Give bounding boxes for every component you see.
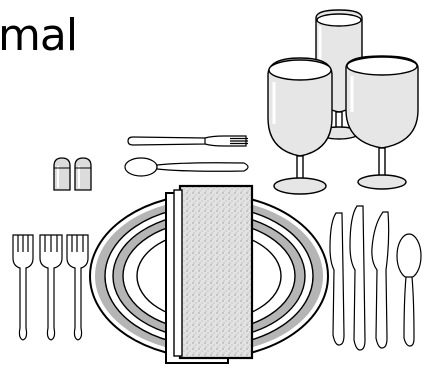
fork-icon [40,235,62,340]
white-wine-glass-icon [346,56,418,189]
dessert-fork-icon [128,136,248,146]
salt-shaker-icon [54,158,70,190]
spoon-icon [397,234,421,346]
pepper-shaker-icon [75,158,91,190]
fork-icon [67,235,88,340]
fork-icon [13,235,33,340]
knife-icon [330,213,344,345]
dessert-spoon-icon [125,158,248,176]
knife-icon [350,206,365,350]
napkin-icon [166,186,252,363]
knife-icon [372,212,389,348]
red-wine-glass-icon [268,58,332,194]
